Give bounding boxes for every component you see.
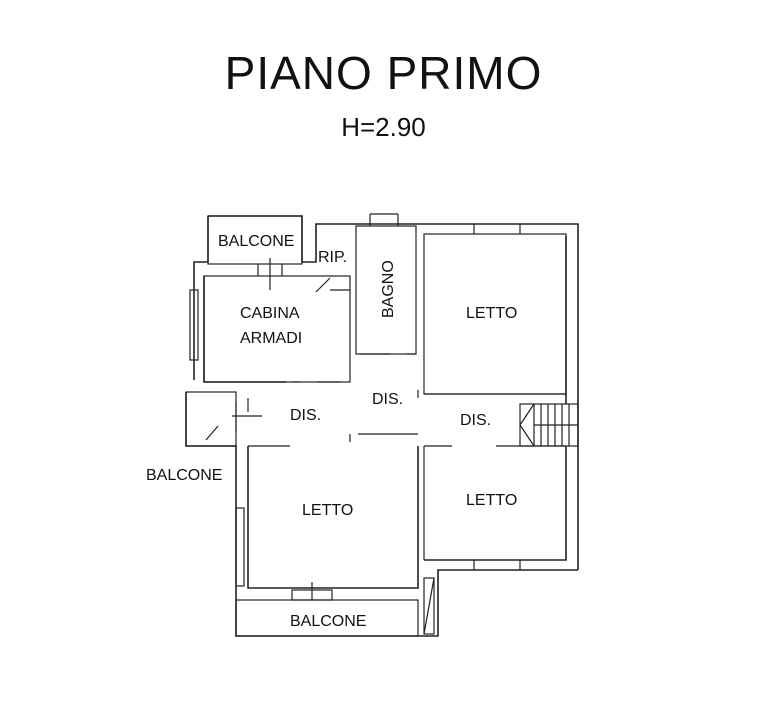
room-label-rip: RIP. — [318, 249, 347, 266]
balcony-bottom — [235, 577, 435, 637]
room-label-dis-right: DIS. — [460, 412, 491, 429]
room-label-balcone-bottom: BALCONE — [290, 613, 366, 630]
room-label-letto-sw: LETTO — [302, 502, 353, 519]
room-label-letto-se: LETTO — [466, 492, 517, 509]
room-label-balcone-top: BALCONE — [218, 233, 294, 250]
ceiling-height: H=2.90 — [341, 112, 426, 142]
room-label-armadi: ARMADI — [240, 330, 302, 347]
balcony-left — [185, 391, 262, 447]
plan-title: PIANO PRIMO — [224, 47, 543, 99]
balcony-top — [207, 215, 303, 290]
room-label-balcone-left: BALCONE — [146, 467, 222, 484]
room-label-letto-ne: LETTO — [466, 305, 517, 322]
windows — [189, 289, 333, 601]
room-label-dis-center: DIS. — [372, 391, 403, 408]
staircase — [519, 403, 579, 447]
room-label-cabina: CABINA — [240, 305, 300, 322]
room-label-bagno: BAGNO — [380, 260, 397, 318]
room-label-dis-left: DIS. — [290, 407, 321, 424]
